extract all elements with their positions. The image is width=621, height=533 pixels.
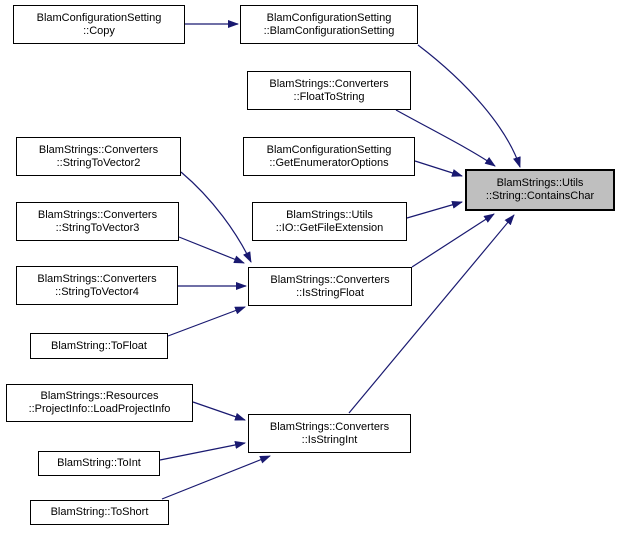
node-label: ::IsStringFloat: [296, 286, 364, 299]
node-blamstring-toshort[interactable]: BlamString::ToShort: [30, 500, 169, 525]
edge-tofloat-to-isstringfloat: [167, 306, 246, 337]
node-label: BlamString::ToShort: [50, 506, 149, 518]
node-converters-isstringfloat[interactable]: BlamStrings::Converters ::IsStringFloat: [248, 267, 412, 306]
node-blamstring-toint[interactable]: BlamString::ToInt: [38, 451, 160, 476]
node-label: ::StringToVector4: [55, 285, 139, 298]
node-label: BlamString::ToInt: [57, 457, 141, 469]
node-label: ::StringToVector3: [55, 221, 140, 234]
node-label: BlamStrings::Converters: [38, 143, 159, 156]
node-label: BlamStrings::Converters: [37, 208, 158, 221]
node-blamstring-tofloat[interactable]: BlamString::ToFloat: [30, 333, 168, 359]
node-label: BlamStrings::Converters: [270, 273, 390, 286]
edge-loadprojectinfo-to-isstringint: [192, 401, 246, 421]
node-label: ::GetEnumeratorOptions: [269, 156, 389, 169]
node-utils-string-containschar-target: BlamStrings::Utils ::String::ContainsCha…: [465, 169, 615, 211]
node-label: ::Copy: [83, 24, 115, 37]
node-label: BlamString::ToFloat: [51, 339, 147, 352]
node-label: BlamStrings::Converters: [269, 77, 389, 90]
node-converters-isstringint[interactable]: BlamStrings::Converters ::IsStringInt: [248, 414, 411, 453]
node-blamconfigurationsetting-copy[interactable]: BlamConfigurationSetting ::Copy: [13, 5, 185, 44]
node-label: BlamStrings::Converters: [37, 272, 157, 285]
edge-floattostring-to-containschar: [395, 109, 496, 167]
edge-stringtovector2-to-isstringfloat: [180, 171, 252, 263]
node-utils-io-getfileextension[interactable]: BlamStrings::Utils ::IO::GetFileExtensio…: [252, 202, 407, 241]
node-label: BlamStrings::Utils: [496, 177, 584, 189]
node-converters-stringtovector3[interactable]: BlamStrings::Converters ::StringToVector…: [16, 202, 179, 241]
node-label: ::IsStringInt: [301, 433, 358, 446]
edge-toshort-to-isstringint: [161, 455, 271, 500]
edge-isstringint-to-containschar: [348, 214, 515, 414]
node-blamconfigurationsetting-constructor[interactable]: BlamConfigurationSetting ::BlamConfigura…: [240, 5, 418, 44]
edge-getfileextension-to-containschar: [406, 200, 463, 219]
node-label: BlamStrings::Converters: [269, 420, 390, 433]
edge-toint-to-isstringint: [159, 441, 246, 461]
node-label: BlamConfigurationSetting: [266, 143, 392, 156]
node-blamconfigurationsetting-getenumeratoroptions[interactable]: BlamConfigurationSetting ::GetEnumerator…: [243, 137, 415, 176]
node-converters-stringtovector4[interactable]: BlamStrings::Converters ::StringToVector…: [16, 266, 178, 305]
edge-stringtovector3-to-isstringfloat: [178, 236, 245, 264]
node-label: ::ProjectInfo::LoadProjectInfo: [28, 403, 171, 415]
node-label: BlamConfigurationSetting: [266, 11, 392, 24]
node-label: ::IO::GetFileExtension: [275, 221, 384, 234]
edge-getenumeratoroptions-to-containschar: [414, 160, 463, 177]
node-label: BlamStrings::Utils: [286, 208, 373, 221]
edge-ctor-to-containschar: [417, 44, 521, 168]
node-resources-loadprojectinfo[interactable]: BlamStrings::Resources ::ProjectInfo::Lo…: [6, 384, 193, 422]
edge-isstringfloat-to-containschar: [411, 213, 495, 268]
node-converters-floattostring[interactable]: BlamStrings::Converters ::FloatToString: [247, 71, 411, 110]
node-label: ::BlamConfigurationSetting: [263, 24, 395, 37]
node-label: BlamStrings::Resources: [40, 390, 159, 402]
node-label: BlamConfigurationSetting: [36, 11, 162, 24]
node-label: ::FloatToString: [293, 90, 365, 103]
node-converters-stringtovector2[interactable]: BlamStrings::Converters ::StringToVector…: [16, 137, 181, 176]
node-label: ::String::ContainsChar: [485, 190, 595, 202]
node-label: ::StringToVector2: [56, 156, 141, 169]
